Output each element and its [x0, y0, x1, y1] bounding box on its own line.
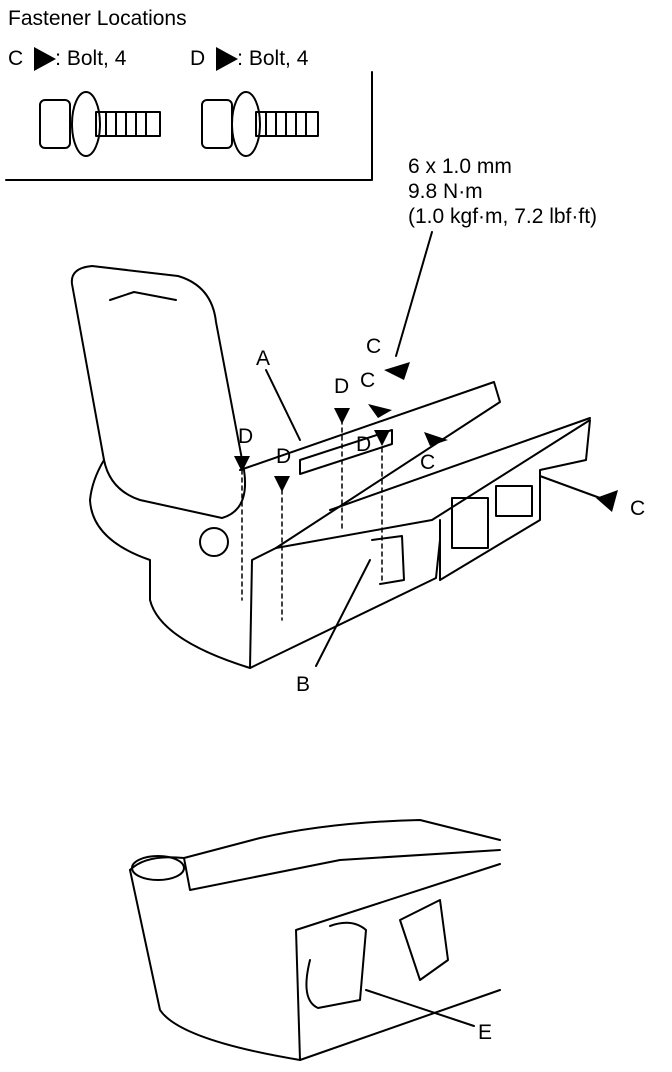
bolt-paths — [241, 419, 383, 621]
torque-nm: 9.8 N·m — [408, 180, 483, 203]
legend-label-d: : Bolt, 4 — [237, 47, 309, 70]
callout-d-2: D — [276, 445, 292, 468]
legend-title: Fastener Locations — [8, 7, 187, 30]
legend-item-d: D : Bolt, 4 — [190, 47, 308, 71]
callout-c-2: C — [360, 369, 376, 392]
marker-c-3 — [424, 432, 448, 446]
fastener-markers — [34, 47, 618, 512]
legend-key-c: C — [8, 47, 24, 70]
bolt-c-illustration — [39, 91, 161, 157]
leader-torque — [395, 231, 433, 357]
legend-key-d: D — [190, 47, 206, 70]
torque-alt: (1.0 kgf·m, 7.2 lbf·ft) — [408, 205, 598, 228]
marker-c-1 — [384, 362, 410, 380]
callout-b: B — [296, 673, 311, 696]
marker-d-2 — [274, 476, 290, 492]
callout-c-4: C — [630, 497, 646, 520]
callout-d-3: D — [334, 375, 350, 398]
callout-a: A — [256, 347, 271, 370]
leader-b — [315, 559, 371, 667]
legend-box-border — [5, 71, 373, 181]
leader-a — [265, 369, 301, 441]
marker-d-3 — [334, 408, 350, 424]
bolt-d-illustration — [201, 91, 319, 157]
torque-size: 6 x 1.0 mm — [408, 155, 512, 178]
marker-d-4 — [374, 430, 390, 446]
console-lower-illustration — [129, 819, 501, 1061]
callout-c-1: C — [366, 335, 382, 358]
leader-e — [365, 989, 475, 1027]
marker-d-legend — [216, 47, 238, 71]
legend-label-c: : Bolt, 4 — [55, 47, 127, 70]
console-upper-illustration — [70, 265, 591, 669]
callout-d-1: D — [238, 425, 254, 448]
legend-item-c: C : Bolt, 4 — [8, 47, 126, 71]
leader-c-right — [539, 475, 601, 499]
marker-c-legend — [34, 47, 56, 71]
marker-c-4 — [596, 490, 618, 512]
callout-d-4: D — [356, 433, 372, 456]
marker-c-2 — [368, 404, 392, 418]
callout-c-3: C — [420, 451, 436, 474]
callout-e: E — [478, 1021, 493, 1044]
marker-d-1 — [234, 456, 250, 472]
